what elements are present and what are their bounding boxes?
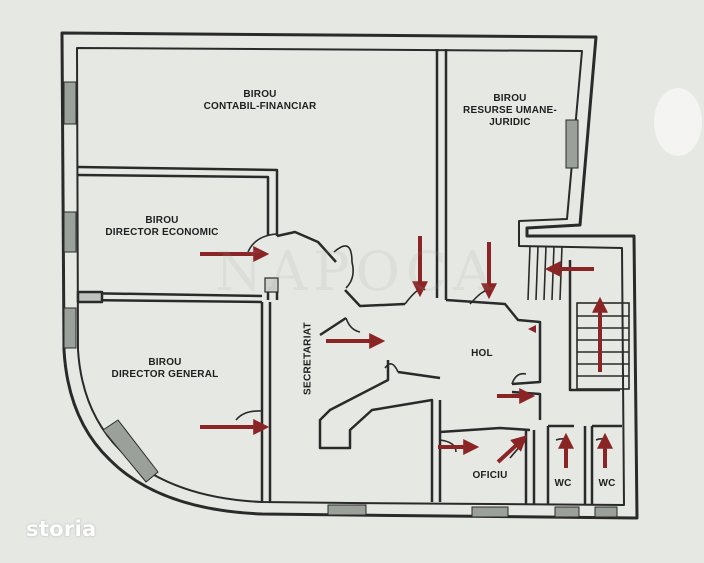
entry-arrow-icon	[496, 435, 528, 464]
label-wc-2: WC	[598, 478, 616, 489]
entry-arrows	[200, 236, 613, 468]
label-general: BIROU DIRECTOR GENERAL	[111, 357, 219, 380]
watermark: NAPOCA	[215, 240, 499, 303]
glare	[654, 88, 702, 156]
label-economic: BIROU DIRECTOR ECONOMIC	[105, 215, 219, 238]
label-wc-1: WC	[554, 478, 572, 489]
interior-walls	[76, 49, 622, 505]
brand-logo: storia	[26, 517, 97, 541]
windows	[63, 81, 618, 518]
triangle-marker	[528, 325, 536, 333]
label-contabil: BIROU CONTABIL-FINANCIAR	[203, 89, 317, 112]
label-hol: HOL	[471, 348, 493, 359]
label-resurse: BIROU RESURSE UMANE- JURIDIC	[463, 93, 557, 128]
label-oficiu: OFICIU	[472, 470, 508, 481]
fixture-box	[264, 277, 279, 293]
label-secretariat: SECRETARIAT	[302, 322, 314, 395]
